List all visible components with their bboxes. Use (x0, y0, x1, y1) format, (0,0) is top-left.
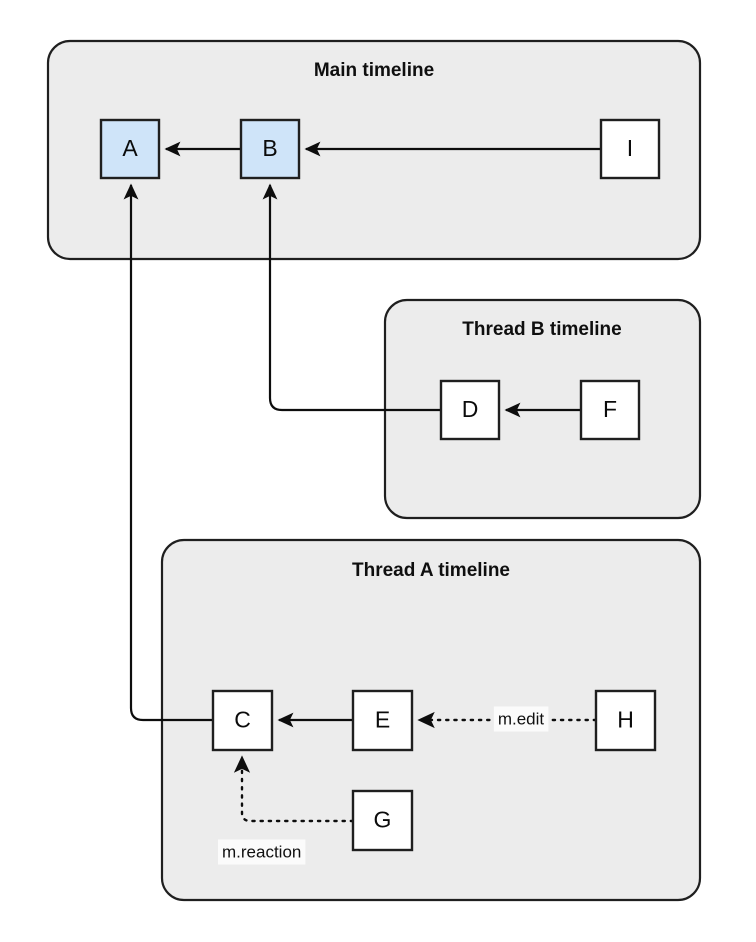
node-C[interactable]: C (211, 689, 274, 752)
group-thread-a-title: Thread A timeline (352, 560, 510, 581)
node-D-box[interactable] (439, 379, 501, 441)
node-C-box[interactable] (211, 689, 274, 752)
node-F-box[interactable] (579, 379, 641, 441)
node-G-label: G (374, 807, 392, 833)
edge-c-to-a[interactable] (123, 183, 213, 722)
node-H-box[interactable] (594, 689, 657, 752)
edge-label-m-reaction-text: m.reaction (222, 842, 301, 861)
node-C-label: C (234, 707, 251, 733)
node-E[interactable]: E (351, 689, 414, 752)
node-I-label: I (627, 135, 633, 161)
event-edges (123, 141, 601, 823)
event-nodes: A B I D F C E (99, 118, 661, 852)
node-H[interactable]: H (594, 689, 657, 752)
node-G[interactable]: G (351, 789, 414, 852)
node-B-box[interactable] (239, 118, 301, 180)
node-H-label: H (617, 707, 634, 733)
edge-label-m-edit-text: m.edit (498, 709, 545, 728)
timeline-groups: Main timeline Thread B timeline Thread A… (46, 39, 702, 902)
node-A-box[interactable] (99, 118, 161, 180)
node-D[interactable]: D (439, 379, 501, 441)
node-B-label: B (262, 135, 277, 161)
node-G-box[interactable] (351, 789, 414, 852)
node-A-label: A (122, 135, 138, 161)
node-I[interactable]: I (599, 118, 661, 180)
node-F[interactable]: F (579, 379, 641, 441)
edge-labels: m.edit m.reaction (218, 706, 549, 865)
edge-label-m-edit-bg (493, 706, 549, 732)
node-B[interactable]: B (239, 118, 301, 180)
node-E-label: E (375, 707, 390, 733)
edge-d-to-b[interactable] (262, 183, 441, 412)
edge-g-to-c[interactable] (233, 755, 355, 823)
node-D-label: D (462, 396, 479, 422)
edge-label-m-reaction: m.reaction (218, 839, 306, 865)
node-F-label: F (603, 396, 617, 422)
node-E-box[interactable] (351, 689, 414, 752)
edge-label-m-edit: m.edit (493, 706, 549, 732)
edge-label-m-reaction-bg (218, 839, 306, 865)
node-A[interactable]: A (99, 118, 161, 180)
group-thread-b-title: Thread B timeline (462, 319, 621, 340)
group-main-title: Main timeline (314, 60, 434, 81)
node-I-box[interactable] (599, 118, 661, 180)
